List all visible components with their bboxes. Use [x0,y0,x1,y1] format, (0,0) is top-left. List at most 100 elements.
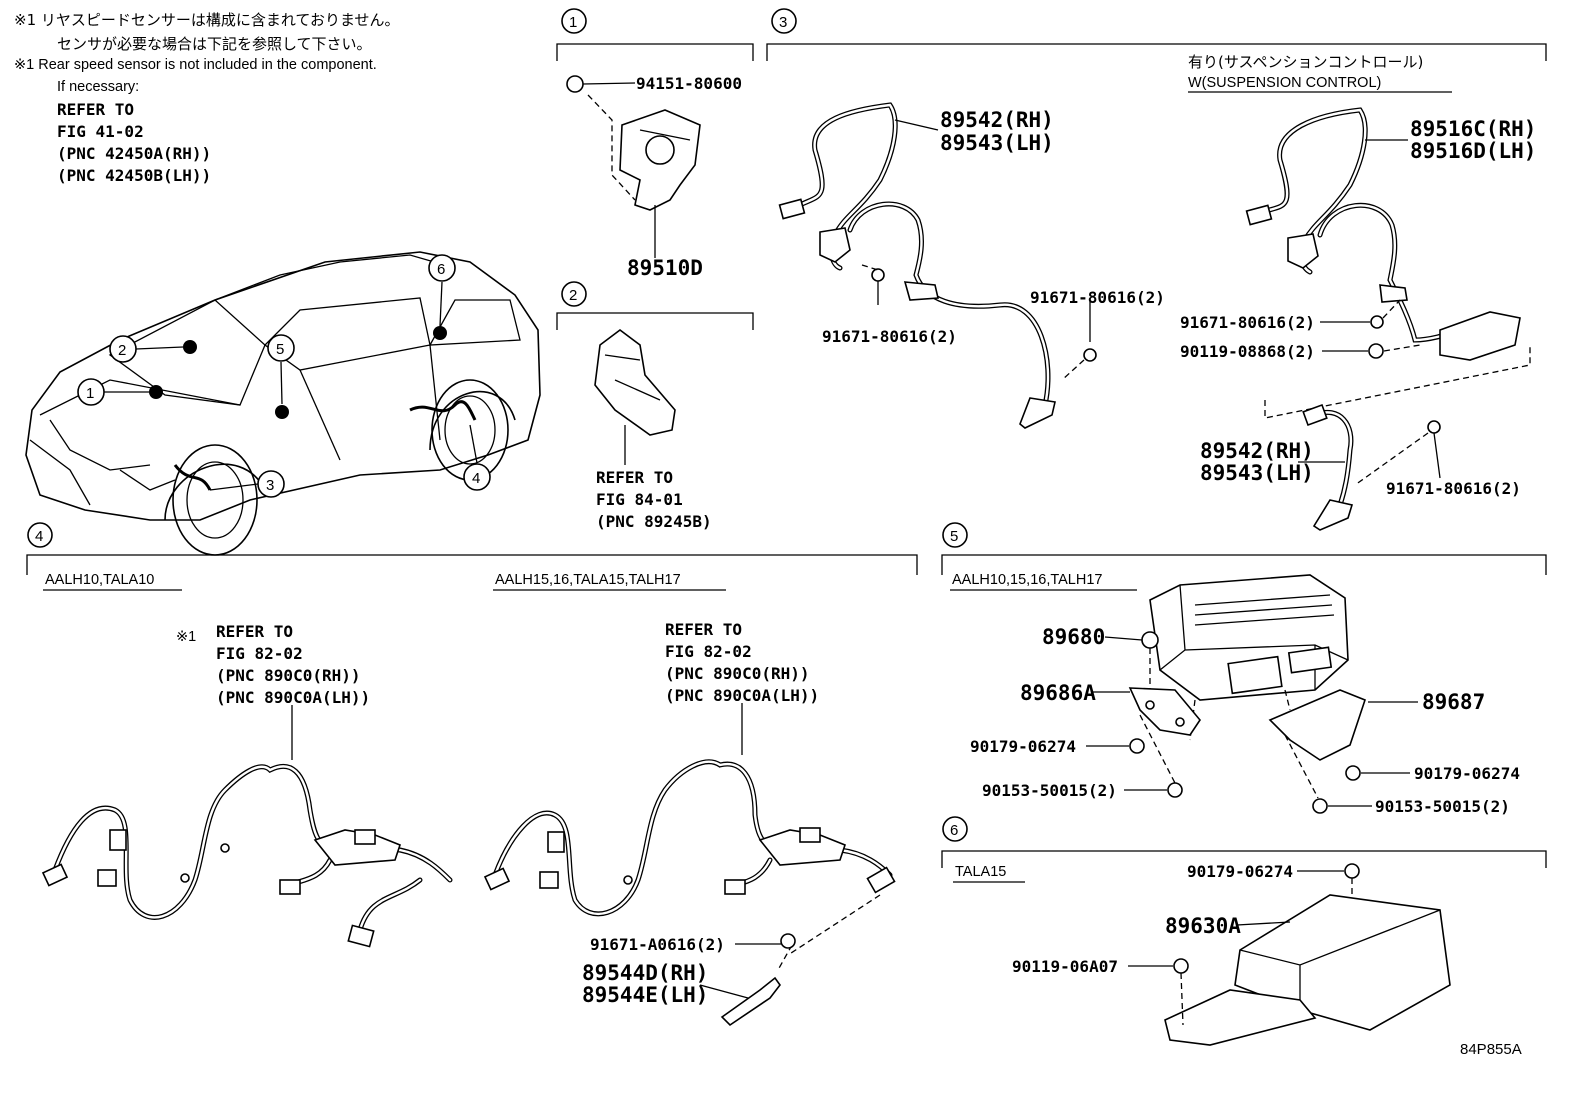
sec3-bolt-e[interactable]: 91671-80616(2) [1386,479,1521,498]
rear-harness-a[interactable] [41,763,453,948]
sec4-pn-rh[interactable]: 89544D(RH) [582,961,708,985]
sec4-refer-b-line4[interactable]: (PNC 890C0A(LH)) [665,686,819,705]
callout-1-circle[interactable] [77,378,105,406]
note-jp-line1: ※1 リヤスピードセンサーは構成に含まれておりません。 [14,11,400,29]
sec4-header-a: AALH10,TALA10 [45,572,154,588]
sec5-nut-r[interactable]: 90179-06274 [1414,764,1520,783]
sec4-header-b: AALH15,16,TALA15,TALH17 [495,572,681,588]
sec3-pn-lh[interactable]: 89543(LH) [940,131,1054,155]
section-2-badge [561,281,587,307]
sec5-pn-ecu[interactable]: 89680 [1042,625,1105,649]
ecu-module-part[interactable] [1141,574,1349,701]
sec4-refer-b-line2[interactable]: FIG 82-02 [665,642,752,661]
car-illustration [25,251,541,556]
sec6-header: TALA15 [955,864,1006,880]
sec5-bolt-r[interactable]: 90153-50015(2) [1375,797,1510,816]
sec2-refer-line1[interactable]: REFER TO [596,468,673,487]
sec5-pn-bracket-l[interactable]: 89686A [1020,681,1096,705]
section-1: 1 94151-80600 89510D [556,8,754,280]
sec6-nut[interactable]: 90179-06274 [1187,862,1293,881]
section-3-bracket [766,43,1547,61]
sensor-module-part[interactable] [594,329,676,436]
rear-speed-sensor-part-2[interactable] [720,976,781,1027]
callout-2: 2 [118,342,126,359]
sec4-mark: ※1 [176,629,196,645]
sec3-pn-d-rh[interactable]: 89542(RH) [1200,439,1314,463]
car-callouts: 2 1 5 6 3 4 [77,254,491,498]
section-5-number: 5 [950,528,958,545]
callout-2-circle[interactable] [109,335,137,363]
sec3-pn-c-lh[interactable]: 89516D(LH) [1410,139,1536,163]
sec6-pn-ecu[interactable]: 89630A [1165,914,1241,938]
section-1-bracket [556,43,754,61]
section-3-badge [771,8,797,34]
sec4-refer-a-line4[interactable]: (PNC 890C0A(LH)) [216,688,370,707]
section-4-bracket [26,554,918,575]
sec4-pn-lh[interactable]: 89544E(LH) [582,983,708,1007]
note-en-line1: ※1 Rear speed sensor is not included in … [14,57,377,73]
front-speed-sensor-harness-a[interactable] [778,102,1056,429]
sec3-pn-d-lh[interactable]: 89543(LH) [1200,461,1314,485]
section-3: 3 89542(RH) 89543(LH) 91671-80616(2) 916… [766,8,1547,531]
section-4-number: 4 [35,528,43,545]
section-5-badge [942,522,968,548]
section-6-badge [942,816,968,842]
callout-3-circle[interactable] [257,470,285,498]
clip-nut-part[interactable] [566,75,584,93]
callout-6: 6 [437,261,445,278]
section-5-bracket [941,554,1547,575]
section-5: 5 AALH10,15,16,TALH17 89680 89686A 89687… [941,522,1547,816]
sec3-bolt-a[interactable]: 91671-80616(2) [822,327,957,346]
sec3-bolt-b[interactable]: 91671-80616(2) [1030,288,1165,307]
sec2-refer-line3[interactable]: (PNC 89245B) [596,512,712,531]
sec4-refer-a-line3[interactable]: (PNC 890C0(RH)) [216,666,361,685]
section-1-badge [561,8,587,34]
section-6: 6 TALA15 90179-06274 89630A 90119-06A07 [941,816,1547,1046]
sec4-refer-a-line1[interactable]: REFER TO [216,622,293,641]
note-refer-line3[interactable]: (PNC 42450A(RH)) [57,144,211,163]
ecu-bracket-part[interactable] [1164,989,1317,1046]
sec6-bolt[interactable]: 90119-06A07 [1012,957,1118,976]
rear-speed-sensor-part[interactable] [1302,403,1354,531]
callout-5-circle[interactable] [267,334,295,362]
ecu-box-part[interactable] [1164,894,1451,1046]
callout-4-circle[interactable] [463,463,491,491]
sec4-refer-a-line2[interactable]: FIG 82-02 [216,644,303,663]
section-2: 2 REFER TO FIG 84-01 (PNC 89245B) [556,281,754,531]
section-3-number: 3 [779,14,787,31]
section-6-number: 6 [950,822,958,839]
sec1-pn-a[interactable]: 94151-80600 [636,74,742,93]
rear-harness-b[interactable] [483,759,896,917]
sec5-pn-bracket-r[interactable]: 89687 [1422,690,1485,714]
section-6-bracket [941,850,1547,868]
note-refer-line4[interactable]: (PNC 42450B(LH)) [57,166,211,185]
callout-4: 4 [472,470,480,487]
sec2-refer-line2[interactable]: FIG 84-01 [596,490,683,509]
section-4: 4 AALH10,TALA10 AALH15,16,TALA15,TALH17 … [26,522,918,1027]
sec4-bolt[interactable]: 91671-A0616(2) [590,935,725,954]
sec4-refer-b-line3[interactable]: (PNC 890C0(RH)) [665,664,810,683]
sec4-refer-b-line1[interactable]: REFER TO [665,620,742,639]
sec1-pn-b[interactable]: 89510D [627,256,703,280]
sec3-pn-c-rh[interactable]: 89516C(RH) [1410,117,1536,141]
sec3-header-en: W(SUSPENSION CONTROL) [1188,75,1381,91]
note-refer-line1[interactable]: REFER TO [57,100,134,119]
sec5-nut-l[interactable]: 90179-06274 [970,737,1076,756]
bracket-left-part[interactable] [1128,687,1201,736]
callout-6-circle[interactable] [428,254,456,282]
sec3-header-jp: 有り(サスペンションコントロール) [1188,53,1423,71]
notes: ※1 リヤスピードセンサーは構成に含まれておりません。 センサが必要な場合は下記… [14,11,400,185]
section-2-number: 2 [569,287,577,304]
diagram-code: 84P855A [1460,1041,1522,1058]
sec5-bolt-l[interactable]: 90153-50015(2) [982,781,1117,800]
sec3-pn-rh[interactable]: 89542(RH) [940,108,1054,132]
sec3-bolt-c[interactable]: 91671-80616(2) [1180,313,1315,332]
section-2-bracket [556,312,754,330]
note-refer-line2[interactable]: FIG 41-02 [57,122,144,141]
front-speed-sensor-harness-b[interactable] [1245,107,1521,361]
section-4-badge [27,522,53,548]
callout-1: 1 [86,385,94,402]
bracket-right-part[interactable] [1268,689,1366,761]
sec3-bolt-d[interactable]: 90119-08868(2) [1180,342,1315,361]
